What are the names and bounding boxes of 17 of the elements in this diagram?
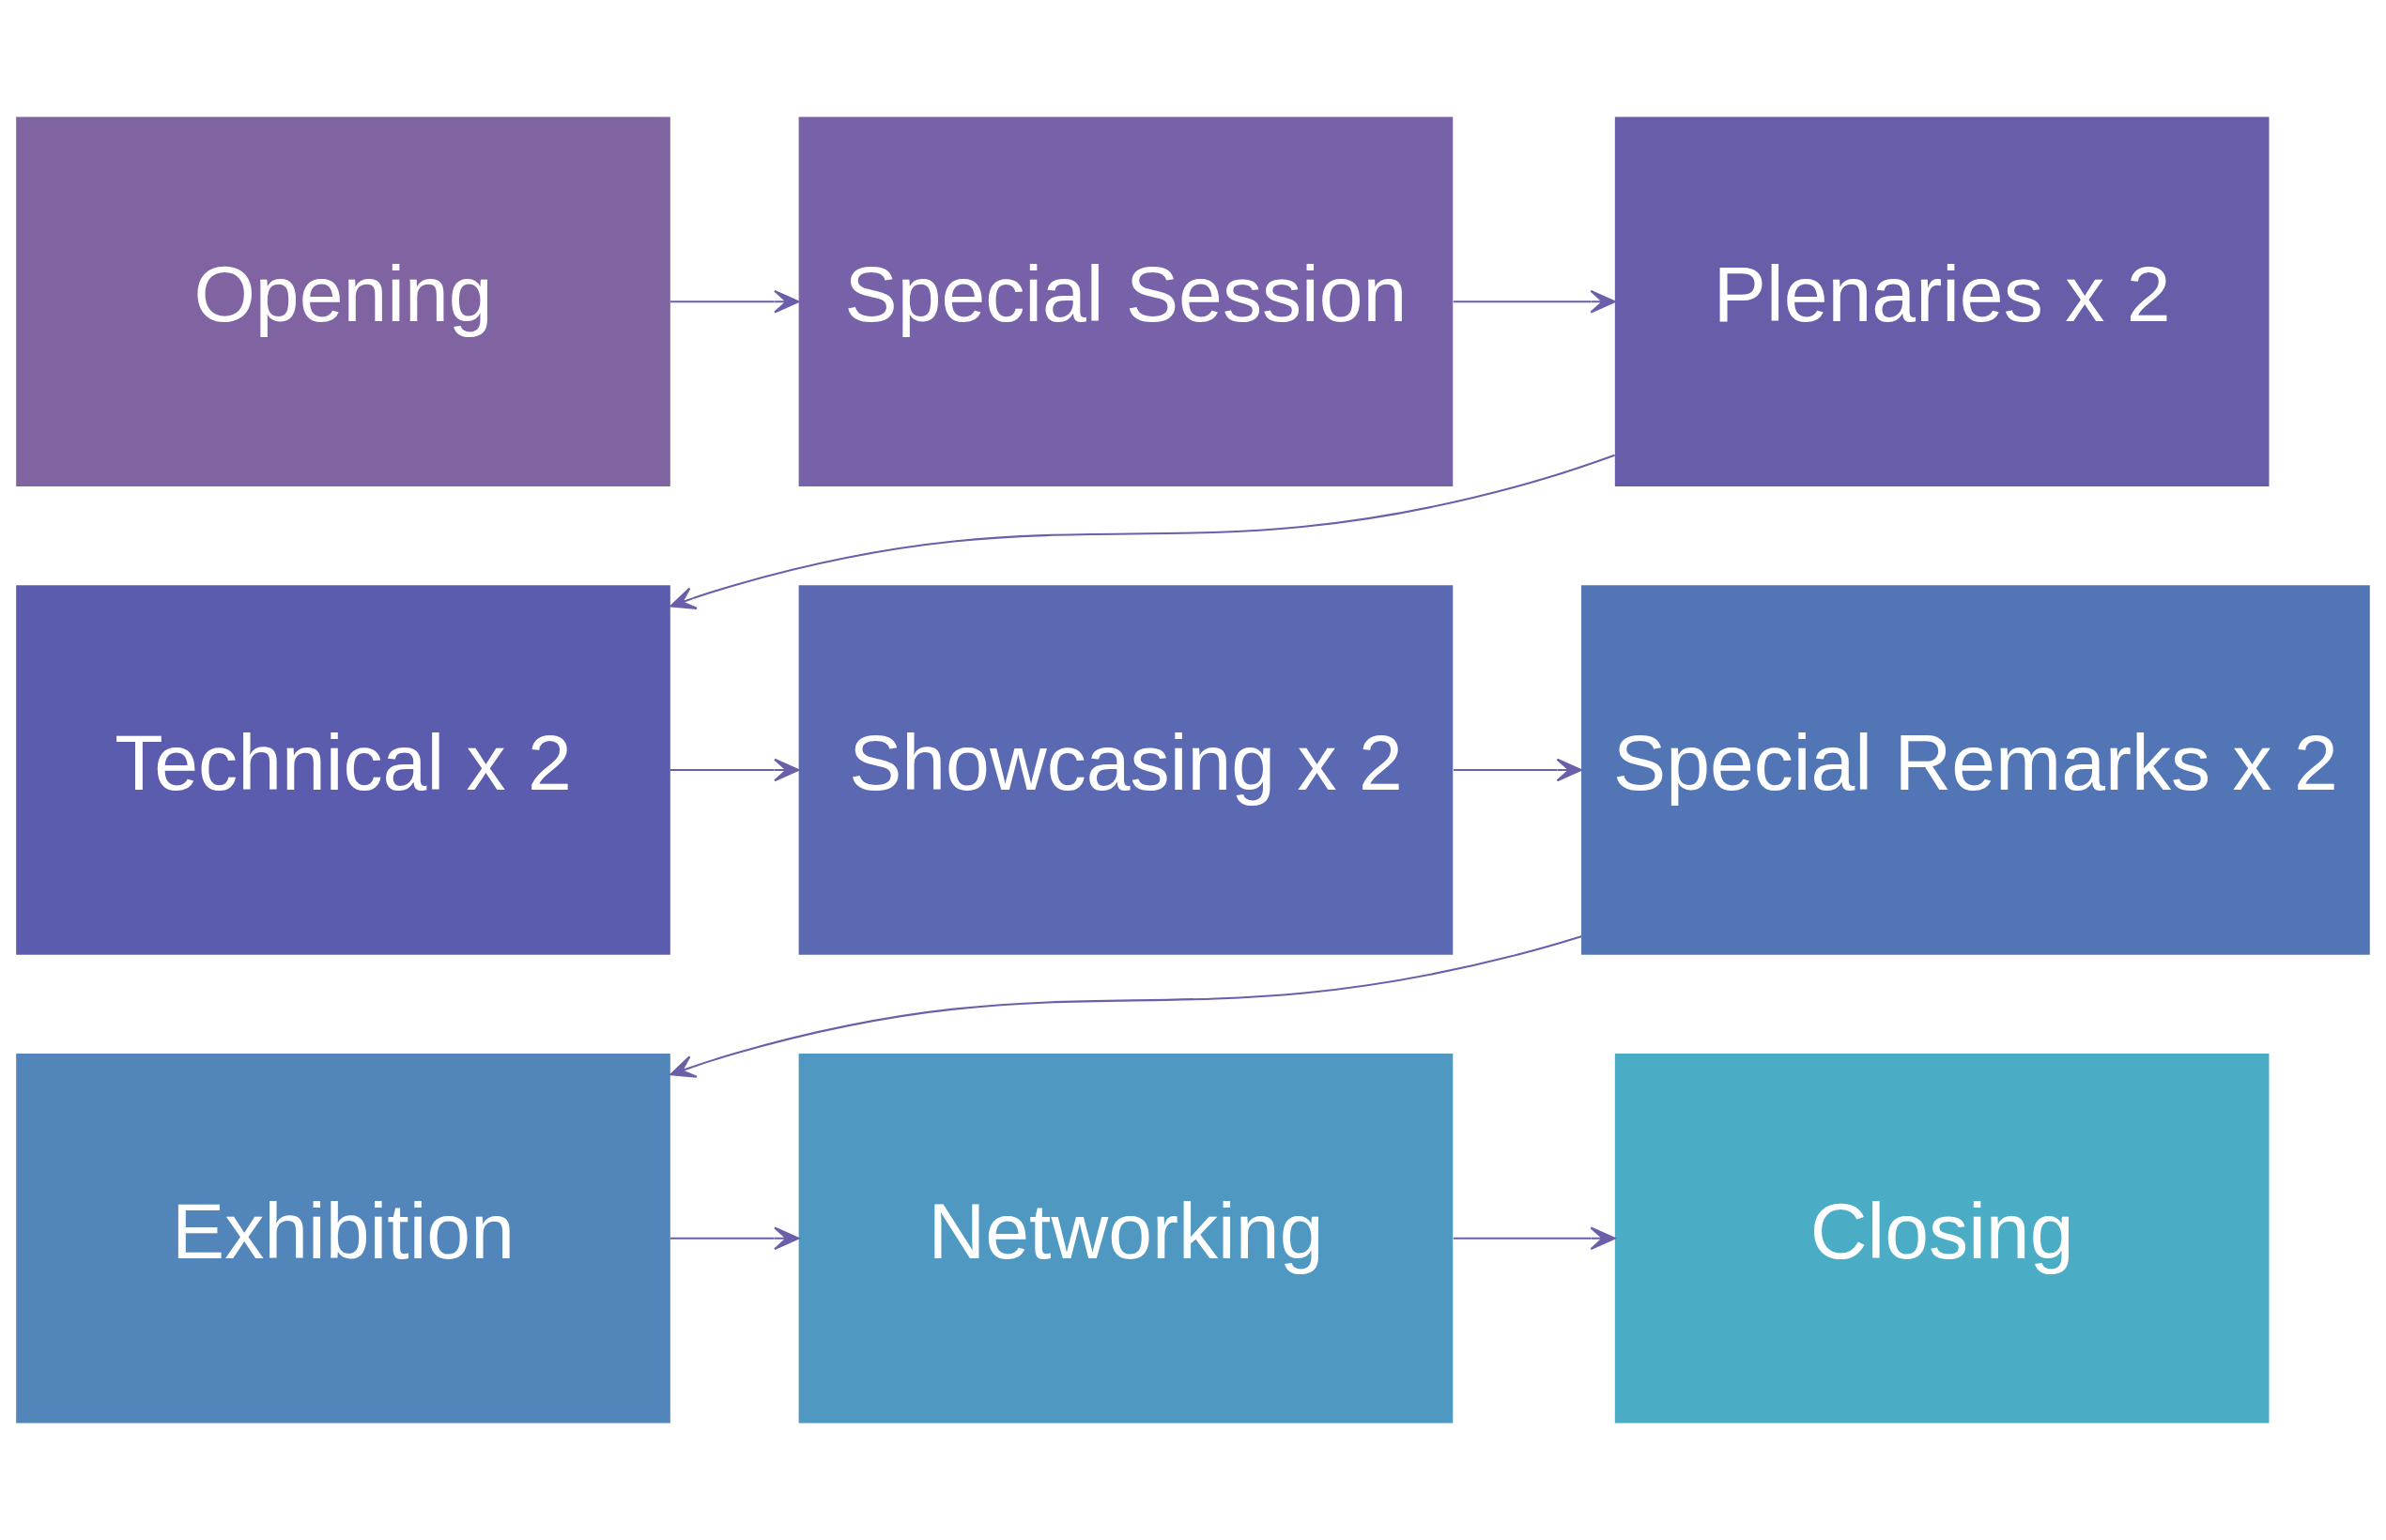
arrow <box>670 758 800 782</box>
node-box: Exhibition <box>16 1054 670 1424</box>
arrow <box>1453 1226 1616 1251</box>
node-box: Networking <box>798 1054 1454 1424</box>
node-box: Plenaries x 2 <box>1614 116 2270 486</box>
arrow <box>1454 758 1582 782</box>
node-box: Special Remarks x 2 <box>1581 585 2370 955</box>
arrow <box>670 454 1615 609</box>
arrow <box>670 935 1582 1078</box>
arrow <box>1453 289 1616 314</box>
arrow <box>670 289 800 314</box>
node-box: Showcasing x 2 <box>798 585 1454 955</box>
node-box: Closing <box>1614 1054 2270 1424</box>
node-box: Technical x 2 <box>16 585 670 955</box>
node-box: Opening <box>16 116 670 486</box>
arrow <box>670 1226 800 1251</box>
node-box: Special Session <box>798 116 1454 486</box>
